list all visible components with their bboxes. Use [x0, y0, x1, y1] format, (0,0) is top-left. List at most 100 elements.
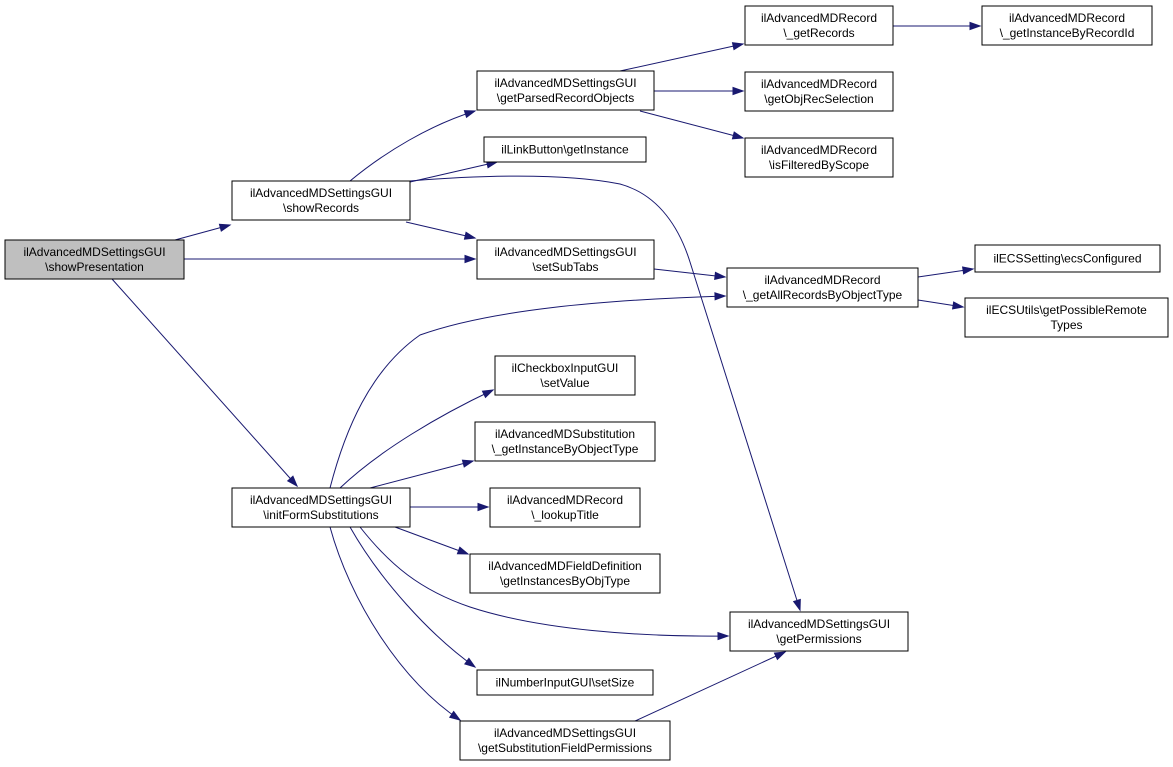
edge-line	[394, 526, 469, 555]
node-substitution[interactable]: ilAdvancedMDSubstitution\_getInstanceByO…	[474, 421, 656, 462]
node-label-line: ilAdvancedMDRecord	[764, 273, 880, 287]
edge-initForm-to-numberInput	[349, 526, 477, 668]
arrowhead	[717, 631, 730, 641]
node-label-line: ilAdvancedMDFieldDefinition	[488, 559, 641, 573]
node-label-line: \showPresentation	[45, 260, 144, 274]
edge-line	[634, 651, 786, 722]
arrowhead	[481, 389, 495, 399]
node-checkbox[interactable]: ilCheckboxInputGUI\setValue	[494, 355, 636, 396]
node-label-line: ilLinkButton\getInstance	[501, 143, 629, 157]
node-box	[474, 421, 656, 462]
node-label-line: \_getInstanceByRecordId	[1000, 26, 1135, 40]
edge-getParsed-to-getObjRec	[654, 86, 745, 96]
edge-getParsed-to-getRecords	[619, 42, 745, 72]
node-label-line: \showRecords	[283, 201, 359, 215]
node-root[interactable]: ilAdvancedMDSettingsGUI\showPresentation	[4, 239, 185, 280]
node-label-line: \isFilteredByScope	[769, 158, 869, 172]
edge-line	[409, 161, 498, 183]
node-box	[974, 244, 1161, 273]
node-ecsSetting[interactable]: ilECSSetting\ecsConfigured	[974, 244, 1161, 273]
arrowhead	[218, 223, 232, 232]
edge-initForm-to-getSubstPerm	[329, 526, 462, 721]
edge-getRecords-to-getInstanceByRecordId	[893, 21, 982, 31]
node-label-line: ilNumberInputGUI\setSize	[496, 676, 635, 690]
node-label-line: \initFormSubstitutions	[263, 508, 378, 522]
edge-line	[619, 43, 744, 72]
arrowhead	[477, 502, 490, 512]
node-getSubstPerm[interactable]: ilAdvancedMDSettingsGUI\getSubstitutionF…	[459, 720, 671, 761]
edge-line	[409, 175, 801, 611]
node-initForm[interactable]: ilAdvancedMDSettingsGUI\initFormSubstitu…	[231, 487, 411, 528]
edge-initForm-to-getAllRecords	[329, 292, 727, 489]
node-setSubTabs[interactable]: ilAdvancedMDSettingsGUI\setSubTabs	[476, 239, 655, 280]
node-label-line: \_lookupTitle	[531, 508, 599, 522]
node-box	[744, 71, 894, 112]
arrowhead	[969, 21, 982, 31]
node-getObjRec[interactable]: ilAdvancedMDRecord\getObjRecSelection	[744, 71, 894, 112]
node-box	[489, 487, 641, 528]
edge-line	[329, 526, 461, 721]
node-linkButton[interactable]: ilLinkButton\getInstance	[483, 136, 647, 163]
arrowhead	[714, 292, 727, 301]
node-label-line: ilAdvancedMDSettingsGUI	[494, 76, 636, 90]
node-label-line: ilAdvancedMDRecord	[761, 77, 877, 91]
node-label-line: ilAdvancedMDRecord	[761, 143, 877, 157]
node-getParsed[interactable]: ilAdvancedMDSettingsGUI\getParsedRecordO…	[476, 70, 655, 111]
edge-root-to-initForm	[111, 278, 299, 488]
node-label-line: \_getAllRecordsByObjectType	[743, 288, 903, 302]
node-lookupTitle[interactable]: ilAdvancedMDRecord\_lookupTitle	[489, 487, 641, 528]
arrowhead	[448, 710, 462, 721]
arrowhead	[731, 131, 745, 140]
node-box	[483, 136, 647, 163]
edge-getAllRecords-to-ecsUtils	[917, 299, 965, 310]
edge-line	[339, 389, 494, 489]
edge-showRecords-to-getParsed	[349, 110, 477, 182]
edge-setSubTabs-to-getAllRecords	[653, 268, 727, 281]
arrowhead	[463, 110, 477, 119]
node-box	[476, 70, 655, 111]
node-label-line: ilECSSetting\ecsConfigured	[993, 252, 1141, 266]
arrowhead	[732, 86, 745, 96]
edge-line	[329, 295, 726, 489]
arrowhead	[464, 254, 477, 264]
edge-getParsed-to-isFiltered	[639, 110, 745, 140]
node-label-line: \_getRecords	[783, 26, 854, 40]
node-box	[459, 720, 671, 761]
node-box	[231, 487, 411, 528]
node-box	[4, 239, 185, 280]
node-getInstanceByRecordId[interactable]: ilAdvancedMDRecord\_getInstanceByRecordI…	[981, 5, 1153, 46]
arrowhead	[962, 266, 975, 275]
node-showRecords[interactable]: ilAdvancedMDSettingsGUI\showRecords	[231, 180, 411, 221]
edge-line	[653, 268, 726, 278]
edge-initForm-to-checkbox	[339, 389, 495, 489]
node-label-line: ilAdvancedMDSettingsGUI	[494, 726, 636, 740]
edge-line	[111, 278, 298, 487]
node-box	[981, 5, 1153, 46]
arrowhead	[731, 42, 745, 51]
node-box	[476, 239, 655, 280]
node-label-line: ilECSUtils\getPossibleRemote	[986, 303, 1147, 317]
node-isFiltered[interactable]: ilAdvancedMDRecord\isFilteredByScope	[744, 137, 894, 178]
edge-initForm-to-getPermissions	[359, 526, 730, 641]
arrowhead	[461, 459, 475, 468]
node-label-line: ilAdvancedMDSettingsGUI	[250, 493, 392, 507]
arrowhead	[773, 651, 787, 661]
node-label-line: \getObjRecSelection	[764, 92, 873, 106]
edge-line	[369, 460, 474, 489]
edge-line	[349, 526, 476, 668]
edge-line	[359, 526, 729, 637]
node-fieldDef[interactable]: ilAdvancedMDFieldDefinition\getInstances…	[469, 553, 661, 594]
edge-root-to-setSubTabs	[184, 254, 477, 264]
edge-showRecords-to-linkButton	[409, 160, 499, 183]
node-label-line: ilAdvancedMDSettingsGUI	[250, 186, 392, 200]
arrowhead	[456, 546, 470, 555]
edge-initForm-to-fieldDef	[394, 526, 470, 555]
node-getAllRecords[interactable]: ilAdvancedMDRecord\_getAllRecordsByObjec…	[726, 267, 919, 308]
node-label-line: \getSubstitutionFieldPermissions	[478, 741, 652, 755]
node-getPermissions[interactable]: ilAdvancedMDSettingsGUI\getPermissions	[729, 611, 909, 652]
node-label-line: \getPermissions	[776, 632, 861, 646]
node-getRecords[interactable]: ilAdvancedMDRecord\_getRecords	[744, 5, 894, 46]
node-numberInput[interactable]: ilNumberInputGUI\setSize	[476, 669, 654, 696]
